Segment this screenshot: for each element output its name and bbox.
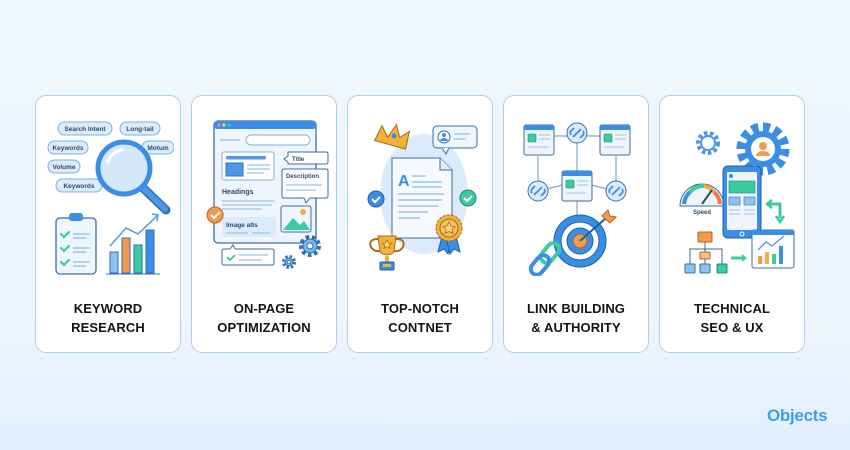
svg-text:Search Intent: Search Intent: [64, 126, 106, 133]
top-notch-content-illustration: A: [367, 123, 478, 271]
tag-volume: Volume: [47, 159, 81, 174]
analytics-window-icon: [751, 229, 795, 269]
card-title: ON-PAGE OPTIMIZATION: [217, 301, 311, 335]
user-gear-icon: [736, 122, 790, 176]
trophy-icon: [369, 235, 405, 271]
gear-icon: [696, 131, 720, 155]
card-top-notch-content: A TOP-NOTCH: [347, 95, 493, 353]
bar-chart-trend-icon: [106, 213, 160, 275]
brand-logo: Objects: [767, 406, 828, 425]
svg-text:Title: Title: [292, 157, 305, 163]
card-title: TECHNICAL SEO & UX: [693, 301, 770, 335]
checklist-clipboard-icon: [55, 213, 97, 275]
title-callout: Title: [283, 151, 329, 165]
card-technical-seo-ux: Speed: [659, 95, 805, 353]
keyword-research-illustration: Search Intent Long-tail Keywords Motum V…: [47, 121, 174, 275]
svg-text:Headings: Headings: [222, 189, 254, 196]
svg-text:Motum: Motum: [147, 145, 169, 152]
webpage-icon-right: [599, 124, 631, 156]
award-ribbon-icon: [435, 214, 463, 256]
svg-text:Keywords: Keywords: [63, 183, 94, 190]
card-title: TOP-NOTCH CONTNET: [381, 301, 459, 335]
tag-search-intent: Search Intent: [57, 121, 113, 136]
check-icon-blue: [367, 190, 385, 208]
gear-icon: [282, 235, 321, 269]
webpage-icon-center: [561, 170, 593, 202]
user-comment-icon: [432, 125, 478, 155]
card-title: KEYWORD RESEARCH: [71, 301, 145, 335]
technical-seo-illustration: Speed: [679, 122, 795, 274]
svg-text:Keywords: Keywords: [52, 145, 83, 152]
svg-text:Speed: Speed: [693, 210, 711, 216]
chain-icon: [528, 241, 562, 276]
webpage-icon-left: [523, 124, 555, 156]
tag-long-tail: Long-tail: [119, 121, 161, 136]
speedometer-icon: Speed: [679, 183, 725, 216]
svg-text:Description: Description: [286, 174, 319, 180]
check-badge-icon: [206, 206, 224, 224]
svg-text:Long-tail: Long-tail: [126, 126, 154, 133]
magnifier-icon: [95, 139, 171, 215]
sitemap-icon: [684, 231, 747, 274]
tag-keywords-2: Keywords: [55, 178, 103, 193]
mobile-phone-icon: [722, 165, 762, 239]
tag-keywords: Keywords: [47, 140, 89, 155]
image-icon: [280, 205, 312, 233]
check-comment-bubble: [221, 244, 275, 266]
document-icon: A: [391, 157, 453, 239]
card-link-building: LINK BUILDING & AUTHORITY: [503, 95, 649, 353]
on-page-optimization-illustration: Headings Image alts Title Description: [206, 120, 329, 269]
svg-text:A: A: [398, 173, 410, 190]
link-building-illustration: [523, 122, 631, 276]
card-title: LINK BUILDING & AUTHORITY: [526, 301, 626, 335]
check-icon-green: [459, 189, 477, 207]
svg-text:Volume: Volume: [53, 164, 76, 171]
target-arrow-icon: [553, 209, 618, 268]
seo-pillars-cards: Search Intent Long-tail Keywords Motum V…: [35, 95, 805, 353]
svg-text:Image alts: Image alts: [226, 222, 258, 229]
card-keyword-research: Search Intent Long-tail Keywords Motum V…: [35, 95, 181, 353]
sync-arrows-icon: [764, 199, 786, 225]
description-callout: Description: [281, 168, 329, 204]
crown-icon: [373, 123, 411, 150]
card-on-page-optimization: Headings Image alts Title Description: [191, 95, 337, 353]
